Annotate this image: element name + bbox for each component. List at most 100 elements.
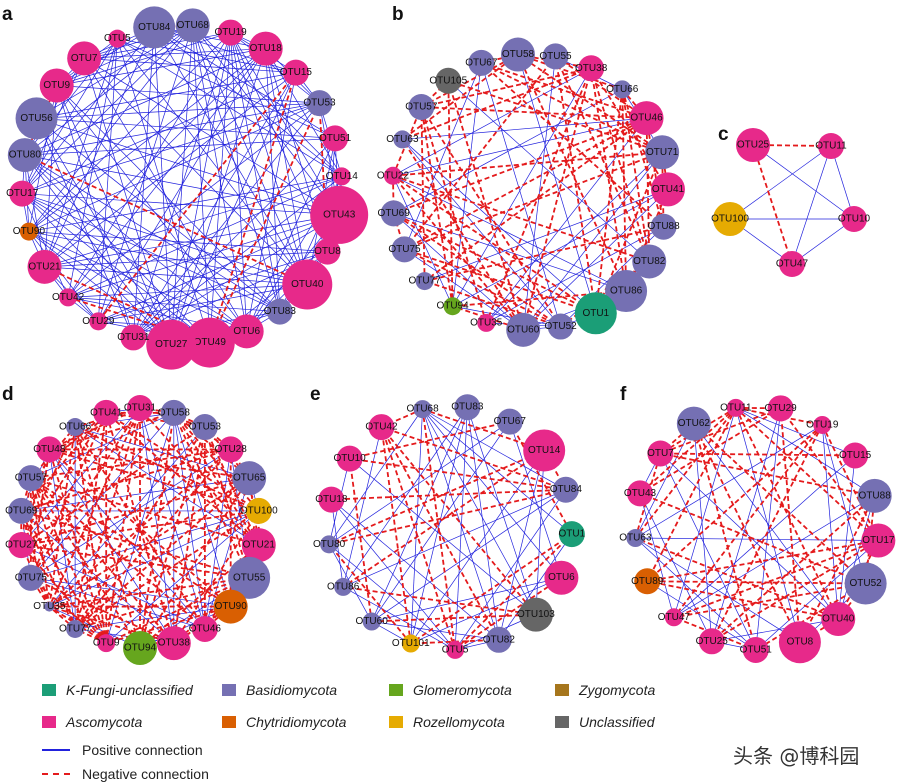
node-otu67[interactable]: OTU67 bbox=[494, 408, 527, 435]
node-otu38[interactable]: OTU38 bbox=[575, 55, 608, 82]
node-otu41[interactable]: OTU41 bbox=[650, 172, 685, 207]
node-otu77[interactable]: OTU77 bbox=[409, 272, 442, 291]
node-otu82[interactable]: OTU82 bbox=[632, 244, 667, 279]
node-otu75[interactable]: OTU75 bbox=[15, 564, 48, 591]
node-otu9[interactable]: OTU9 bbox=[93, 634, 120, 653]
node-otu35[interactable]: OTU35 bbox=[470, 313, 503, 332]
node-otu14[interactable]: OTU14 bbox=[523, 429, 566, 472]
node-otu52[interactable]: OTU52 bbox=[844, 562, 887, 605]
node-otu66[interactable]: OTU66 bbox=[59, 418, 92, 437]
node-otu6[interactable]: OTU6 bbox=[544, 560, 579, 595]
node-otu55[interactable]: OTU55 bbox=[228, 556, 271, 599]
node-otu58[interactable]: OTU58 bbox=[500, 37, 535, 72]
node-otu71[interactable]: OTU71 bbox=[645, 135, 680, 170]
node-otu105[interactable]: OTU105 bbox=[429, 67, 468, 94]
node-otu90[interactable]: OTU90 bbox=[213, 589, 248, 624]
node-otu58[interactable]: OTU58 bbox=[158, 399, 191, 426]
node-otu52[interactable]: OTU52 bbox=[545, 313, 578, 340]
node-otu5[interactable]: OTU5 bbox=[442, 640, 469, 659]
node-otu56[interactable]: OTU56 bbox=[15, 97, 58, 140]
node-otu19[interactable]: OTU19 bbox=[215, 19, 248, 46]
node-otu25[interactable]: OTU25 bbox=[736, 128, 770, 162]
node-otu83[interactable]: OTU83 bbox=[451, 394, 484, 421]
node-otu27[interactable]: OTU27 bbox=[146, 319, 197, 370]
node-otu68[interactable]: OTU68 bbox=[175, 8, 210, 43]
node-otu46[interactable]: OTU46 bbox=[189, 615, 222, 642]
node-otu40[interactable]: OTU40 bbox=[282, 259, 333, 310]
node-otu19[interactable]: OTU19 bbox=[806, 415, 839, 434]
node-otu49[interactable]: OTU49 bbox=[184, 317, 235, 368]
node-otu11[interactable]: OTU11 bbox=[815, 133, 847, 159]
node-otu84[interactable]: OTU84 bbox=[133, 6, 176, 49]
node-otu55[interactable]: OTU55 bbox=[539, 43, 572, 70]
node-otu15[interactable]: OTU15 bbox=[280, 59, 313, 86]
node-otu35[interactable]: OTU35 bbox=[33, 601, 66, 612]
node-otu90[interactable]: OTU90 bbox=[13, 222, 46, 241]
node-otu25[interactable]: OTU25 bbox=[696, 628, 729, 655]
node-otu62[interactable]: OTU62 bbox=[676, 406, 711, 441]
node-otu69[interactable]: OTU69 bbox=[378, 200, 411, 227]
node-otu8[interactable]: OTU8 bbox=[778, 621, 821, 664]
node-otu60[interactable]: OTU60 bbox=[506, 312, 541, 347]
node-otu31[interactable]: OTU31 bbox=[117, 324, 150, 351]
node-otu57[interactable]: OTU57 bbox=[15, 465, 48, 492]
node-otu88[interactable]: OTU88 bbox=[857, 478, 892, 513]
node-otu48[interactable]: OTU48 bbox=[33, 436, 66, 463]
node-otu94[interactable]: OTU94 bbox=[436, 297, 469, 316]
node-otu21[interactable]: OTU21 bbox=[27, 249, 62, 284]
node-otu63[interactable]: OTU63 bbox=[386, 130, 419, 149]
node-otu100[interactable]: OTU100 bbox=[240, 497, 278, 524]
node-otu42[interactable]: OTU42 bbox=[365, 414, 398, 441]
node-otu89[interactable]: OTU89 bbox=[631, 568, 664, 595]
node-otu51[interactable]: OTU51 bbox=[319, 125, 352, 152]
node-otu41[interactable]: OTU41 bbox=[90, 399, 123, 426]
node-otu28[interactable]: OTU28 bbox=[215, 436, 248, 463]
node-otu100[interactable]: OTU100 bbox=[711, 202, 749, 236]
node-otu17[interactable]: OTU17 bbox=[6, 180, 39, 207]
node-otu22[interactable]: OTU22 bbox=[377, 166, 410, 185]
node-otu103[interactable]: OTU103 bbox=[517, 597, 555, 632]
node-otu63[interactable]: OTU63 bbox=[619, 529, 652, 548]
node-otu7[interactable]: OTU7 bbox=[647, 440, 674, 467]
node-otu86[interactable]: OTU86 bbox=[327, 577, 360, 596]
node-otu47[interactable]: OTU47 bbox=[776, 251, 809, 277]
node-otu5[interactable]: OTU5 bbox=[104, 29, 131, 48]
node-otu14[interactable]: OTU14 bbox=[326, 167, 359, 186]
node-otu53[interactable]: OTU53 bbox=[189, 414, 222, 441]
node-otu57[interactable]: OTU57 bbox=[405, 93, 438, 120]
node-otu47[interactable]: OTU47 bbox=[658, 608, 691, 627]
node-otu15[interactable]: OTU15 bbox=[839, 442, 872, 469]
node-otu51[interactable]: OTU51 bbox=[740, 636, 773, 663]
node-otu11[interactable]: OTU11 bbox=[720, 398, 752, 417]
node-otu83[interactable]: OTU83 bbox=[264, 298, 297, 325]
node-otu1[interactable]: OTU1 bbox=[559, 521, 586, 548]
node-otu84[interactable]: OTU84 bbox=[550, 476, 583, 503]
node-otu6[interactable]: OTU6 bbox=[229, 314, 264, 349]
node-otu80[interactable]: OTU80 bbox=[313, 535, 346, 554]
node-otu65[interactable]: OTU65 bbox=[232, 461, 267, 496]
node-otu18[interactable]: OTU18 bbox=[315, 486, 348, 513]
node-otu9[interactable]: OTU9 bbox=[39, 68, 74, 103]
node-otu46[interactable]: OTU46 bbox=[629, 101, 664, 136]
node-otu17[interactable]: OTU17 bbox=[861, 523, 896, 558]
node-otu82[interactable]: OTU82 bbox=[483, 626, 516, 653]
node-otu86[interactable]: OTU86 bbox=[605, 270, 648, 313]
node-otu10[interactable]: OTU10 bbox=[838, 206, 871, 232]
node-otu40[interactable]: OTU40 bbox=[821, 601, 856, 636]
node-otu8[interactable]: OTU8 bbox=[314, 238, 341, 265]
node-otu101[interactable]: OTU101 bbox=[392, 634, 430, 653]
node-otu80[interactable]: OTU80 bbox=[7, 138, 42, 173]
node-otu31[interactable]: OTU31 bbox=[124, 395, 157, 421]
node-otu88[interactable]: OTU88 bbox=[647, 213, 680, 240]
node-otu43[interactable]: OTU43 bbox=[310, 185, 369, 244]
node-otu77[interactable]: OTU77 bbox=[59, 619, 92, 638]
node-otu69[interactable]: OTU69 bbox=[5, 497, 38, 524]
node-otu75[interactable]: OTU75 bbox=[388, 236, 421, 263]
node-otu60[interactable]: OTU60 bbox=[356, 612, 389, 631]
node-otu66[interactable]: OTU66 bbox=[606, 80, 639, 99]
node-otu29[interactable]: OTU29 bbox=[765, 395, 798, 422]
node-otu67[interactable]: OTU67 bbox=[465, 49, 498, 76]
node-otu1[interactable]: OTU1 bbox=[574, 292, 617, 335]
node-otu7[interactable]: OTU7 bbox=[67, 41, 102, 76]
node-otu29[interactable]: OTU29 bbox=[82, 312, 115, 331]
